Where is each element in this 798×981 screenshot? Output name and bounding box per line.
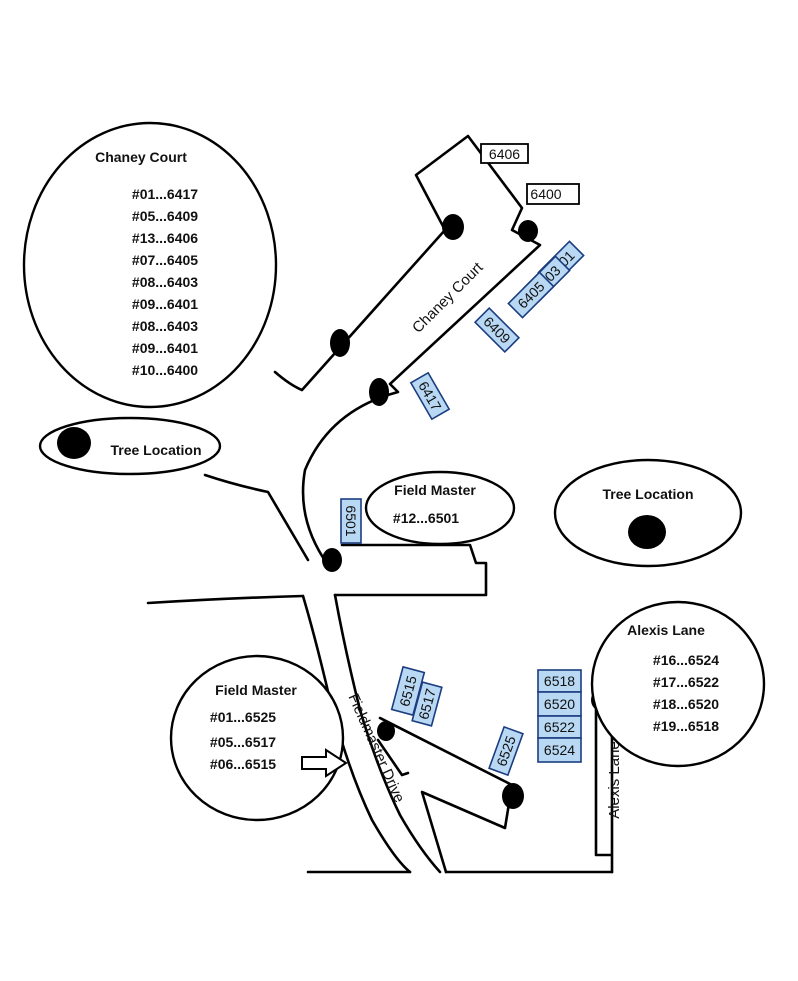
svg-text:Tree Location: Tree Location xyxy=(602,486,693,502)
svg-text:#16...6524: #16...6524 xyxy=(653,652,719,668)
svg-text:#05...6409: #05...6409 xyxy=(132,208,198,224)
svg-text:#17...6522: #17...6522 xyxy=(653,674,719,690)
tree-dot-icon xyxy=(57,427,91,459)
chaney-court-street-label: Chaney Court xyxy=(409,259,487,337)
svg-text:Field Master: Field Master xyxy=(394,482,476,498)
svg-text:Field Master: Field Master xyxy=(215,682,297,698)
svg-text:6517: 6517 xyxy=(415,687,439,721)
alexis-lane-street-label: Alexis Lane xyxy=(606,741,623,819)
lot-6518: 6518 xyxy=(537,669,582,693)
svg-text:#01...6417: #01...6417 xyxy=(132,186,198,202)
svg-text:6400: 6400 xyxy=(530,186,561,202)
tree-dot-icon xyxy=(502,783,524,809)
fieldmaster-drive-west xyxy=(301,594,412,874)
lot-6525: 6525 xyxy=(488,725,524,777)
tree-dot-icon xyxy=(442,214,464,240)
lot-6522: 6522 xyxy=(537,715,582,739)
svg-text:#01...6525: #01...6525 xyxy=(210,709,276,725)
tree-dot-icon xyxy=(377,721,395,741)
svg-text:#09...6401: #09...6401 xyxy=(132,296,198,312)
field-master-top-road xyxy=(333,543,488,597)
lot-6501: 6501 xyxy=(340,498,362,544)
tree-dot-icon xyxy=(518,220,538,242)
svg-text:#09...6401: #09...6401 xyxy=(132,340,198,356)
svg-text:#19...6518: #19...6518 xyxy=(653,718,719,734)
svg-text:Alexis Lane: Alexis Lane xyxy=(627,622,705,638)
alexis-lane-legend: Alexis Lane #16...6524 #17...6522 #18...… xyxy=(590,600,766,768)
svg-text:#08...6403: #08...6403 xyxy=(132,274,198,290)
lot-6517: 6517 xyxy=(411,681,443,727)
tree-dot-icon xyxy=(330,329,350,357)
chaney-court-legend: Chaney Court #01...6417 #05...6409 #13..… xyxy=(22,121,278,409)
tree-location-legend-right: Tree Location xyxy=(553,458,743,568)
svg-text:#10...6400: #10...6400 xyxy=(132,362,198,378)
tree-location-legend-left: Tree Location xyxy=(38,416,222,476)
svg-text:#13...6406: #13...6406 xyxy=(132,230,198,246)
svg-text:6515: 6515 xyxy=(396,674,420,708)
svg-text:#08...6403: #08...6403 xyxy=(132,318,198,334)
tree-dot-icon xyxy=(322,548,342,572)
tree-dot-icon xyxy=(628,515,666,549)
svg-text:Tree Location: Tree Location xyxy=(110,442,201,458)
svg-text:6522: 6522 xyxy=(544,719,575,735)
svg-text:#05...6517: #05...6517 xyxy=(210,734,276,750)
fieldmaster-drive-east xyxy=(333,593,442,874)
svg-text:6406: 6406 xyxy=(489,146,520,162)
right-arrow-icon xyxy=(301,748,348,778)
left-horizontal-road xyxy=(146,594,305,605)
field-master-bottom-legend: Field Master #01...6525 #05...6517 #06..… xyxy=(169,654,345,822)
tree-dot-icon xyxy=(369,378,389,406)
lot-6409: 6409 xyxy=(473,306,521,354)
svg-text:#12...6501: #12...6501 xyxy=(393,510,459,526)
legend-title: Chaney Court xyxy=(95,149,187,165)
svg-text:6524: 6524 xyxy=(544,742,575,758)
svg-text:6520: 6520 xyxy=(544,696,575,712)
left-branch-road xyxy=(203,473,310,562)
lot-6406: 6406 xyxy=(480,143,529,164)
svg-text:#07...6405: #07...6405 xyxy=(132,252,198,268)
chaney-court-road xyxy=(273,134,542,567)
svg-text:6518: 6518 xyxy=(544,673,575,689)
lot-6520: 6520 xyxy=(537,691,582,717)
lot-6405: 6405 xyxy=(507,271,555,319)
lot-6417: 6417 xyxy=(409,371,451,421)
fieldmaster-branch-upper xyxy=(378,716,514,874)
fieldmaster-branch-lower xyxy=(376,738,410,777)
field-master-top-legend: Field Master #12...6501 xyxy=(364,470,516,546)
svg-text:#18...6520: #18...6520 xyxy=(653,696,719,712)
lot-6400: 6400 xyxy=(526,183,580,205)
svg-text:#06...6515: #06...6515 xyxy=(210,756,276,772)
lot-6524: 6524 xyxy=(537,737,582,763)
svg-text:6501: 6501 xyxy=(343,505,359,536)
